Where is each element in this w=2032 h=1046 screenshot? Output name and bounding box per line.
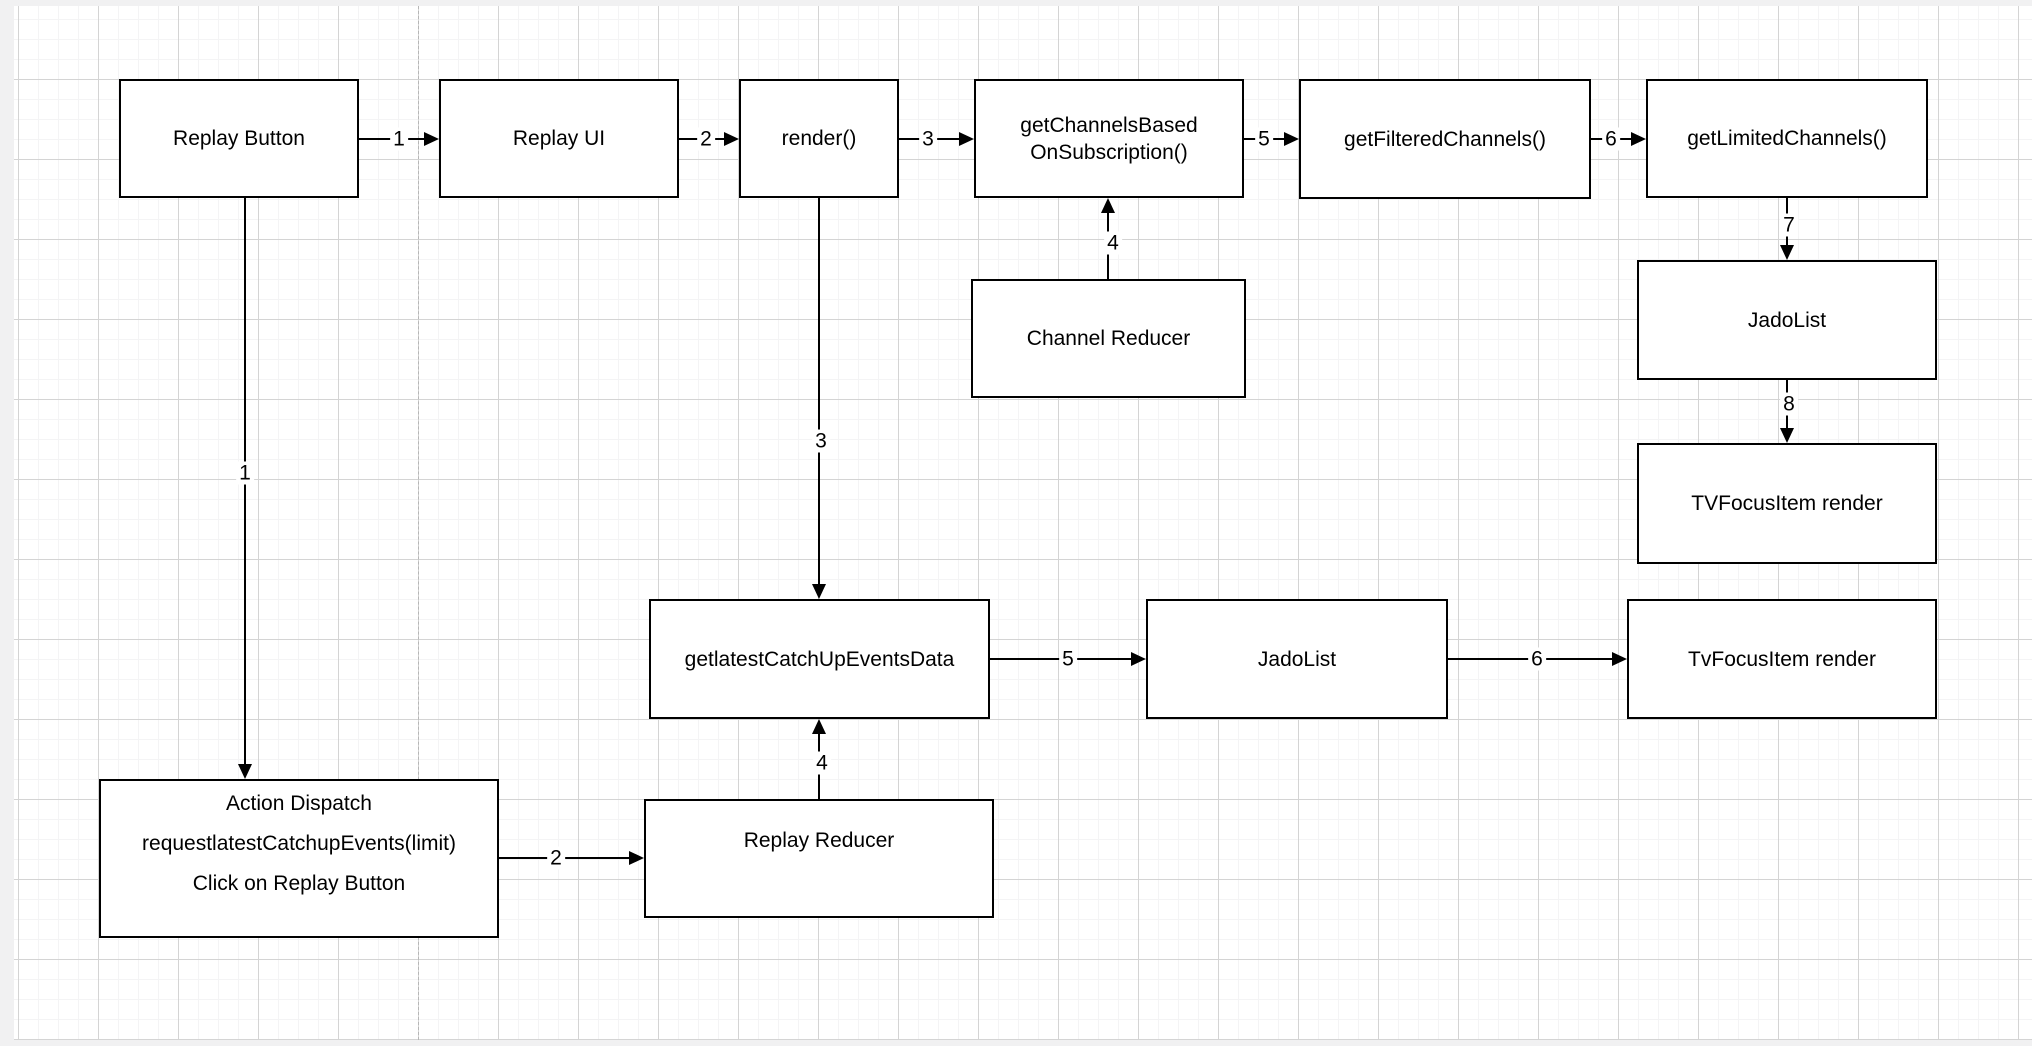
edge-channelreducer-to-getchannels-label: 4 [1104, 231, 1122, 255]
node-get-filtered-channels-label: getFilteredChannels() [1344, 127, 1546, 151]
edge-jadolist-mid-to-tvfocusitem-mid-arrowhead-icon [1612, 652, 1627, 666]
node-get-limited-channels: getLimitedChannels() [1646, 79, 1928, 198]
node-action-dispatch-label: Click on Replay Button [192, 872, 406, 895]
node-replay-ui-label: Replay UI [512, 127, 606, 150]
node-replay-button: Replay Button [119, 79, 359, 198]
edge-render-to-getlatest-label: 3 [812, 429, 830, 453]
edge-jadolist-mid-to-tvfocusitem-mid-label: 6 [1528, 647, 1546, 671]
node-tvfocusitem-top-label: TVFocusItem render [1691, 492, 1883, 515]
node-jadolist-top: JadoList [1637, 260, 1937, 380]
edge-getchannels-to-getfiltered-arrowhead-icon [1284, 132, 1299, 146]
node-replay-reducer-label: Replay Reducer [743, 829, 895, 852]
edge-getlatest-to-jadolist-mid-arrowhead-icon [1131, 652, 1146, 666]
node-channel-reducer-label: Channel Reducer [1026, 327, 1191, 350]
node-replay-button-label: Replay Button [173, 127, 305, 150]
node-get-filtered-channels: getFilteredChannels() [1299, 79, 1591, 199]
node-action-dispatch-label: Action Dispatch [226, 792, 372, 815]
node-tvfocusitem-mid-label: TvFocusItem render [1688, 647, 1876, 671]
edge-replay-button-to-action-dispatch-label: 1 [236, 461, 254, 485]
node-jadolist-top-label: JadoList [1747, 308, 1827, 332]
edge-replay-ui-to-render-label: 2 [697, 127, 715, 151]
node-action-dispatch: Action Dispatch requestlatestCatchupEvent… [99, 779, 499, 938]
node-tvfocusitem-top: TVFocusItem render [1637, 443, 1937, 564]
node-channel-reducer: Channel Reducer [971, 279, 1246, 398]
node-jadolist-mid: JadoList [1146, 599, 1448, 719]
edge-jadolist-top-to-tvfocusitem-top-arrowhead-icon [1780, 428, 1794, 443]
node-get-channels-based-label: getChannelsBased [1020, 113, 1198, 137]
edge-getfiltered-to-getlimited-arrowhead-icon [1631, 132, 1646, 146]
edge-replay-reducer-to-getlatest-arrowhead-icon [812, 719, 826, 734]
node-replay-reducer: Replay Reducer [644, 799, 994, 918]
page-break-line [418, 6, 419, 1040]
edge-jadolist-top-to-tvfocusitem-top-label: 8 [1780, 392, 1798, 416]
edge-replay-ui-to-render-arrowhead-icon [724, 132, 739, 146]
edge-getlatest-to-jadolist-mid-label: 5 [1059, 647, 1077, 671]
edge-replay-button-to-replay-ui-label: 1 [390, 127, 408, 151]
edge-action-dispatch-to-replay-reducer-arrowhead-icon [629, 851, 644, 865]
edge-replay-reducer-to-getlatest-label: 4 [813, 751, 831, 775]
edge-action-dispatch-to-replay-reducer-label: 2 [547, 846, 565, 870]
page-margin-bottom [0, 1040, 2032, 1046]
node-tvfocusitem-mid: TvFocusItem render [1627, 599, 1937, 719]
edge-render-to-getlatest-arrowhead-icon [812, 584, 826, 599]
node-render: render() [739, 79, 899, 198]
edge-render-to-getchannels-arrowhead-icon [959, 132, 974, 146]
node-replay-ui: Replay UI [439, 79, 679, 198]
edge-channelreducer-to-getchannels-arrowhead-icon [1101, 198, 1115, 213]
node-getlatest-catchup-label: getlatestCatchUpEventsData [684, 647, 955, 671]
node-jadolist-mid-label: JadoList [1257, 647, 1337, 671]
edge-getlimited-to-jadolist-top-label: 7 [1780, 213, 1798, 237]
page-margin-left [0, 0, 14, 1046]
edge-render-to-getlatest-line [818, 198, 820, 584]
edge-replay-button-to-replay-ui-arrowhead-icon [424, 132, 439, 146]
edge-getlimited-to-jadolist-top-arrowhead-icon [1780, 245, 1794, 260]
edge-render-to-getchannels-label: 3 [919, 127, 937, 151]
edge-getchannels-to-getfiltered-label: 5 [1255, 127, 1273, 151]
edge-getfiltered-to-getlimited-label: 6 [1602, 127, 1620, 151]
edge-replay-button-to-action-dispatch-arrowhead-icon [238, 764, 252, 779]
node-get-channels-based-label: OnSubscription() [1030, 140, 1188, 164]
node-action-dispatch-label: requestlatestCatchupEvents(limit) [142, 832, 456, 855]
page-margin-top [0, 0, 2032, 6]
node-get-limited-channels-label: getLimitedChannels() [1687, 127, 1887, 150]
node-render-label: render() [781, 127, 857, 150]
node-getlatest-catchup: getlatestCatchUpEventsData [649, 599, 990, 719]
